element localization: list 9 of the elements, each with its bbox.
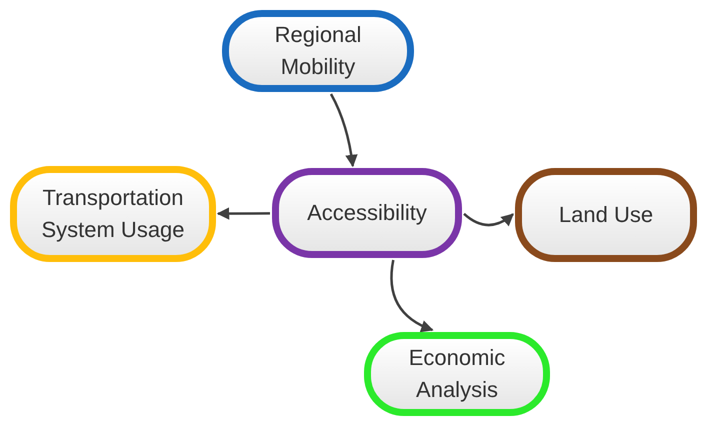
arrow [463,212,514,226]
rounded-box: Land Use [515,168,697,262]
rounded-box: Accessibility [272,168,462,258]
arrow [330,93,358,168]
rounded-box: Regional Mobility [222,10,414,92]
arrow [216,207,270,220]
arrow [390,260,434,332]
rounded-box: Economic Analysis [364,332,550,416]
rounded-box: Transportation System Usage [10,166,216,262]
